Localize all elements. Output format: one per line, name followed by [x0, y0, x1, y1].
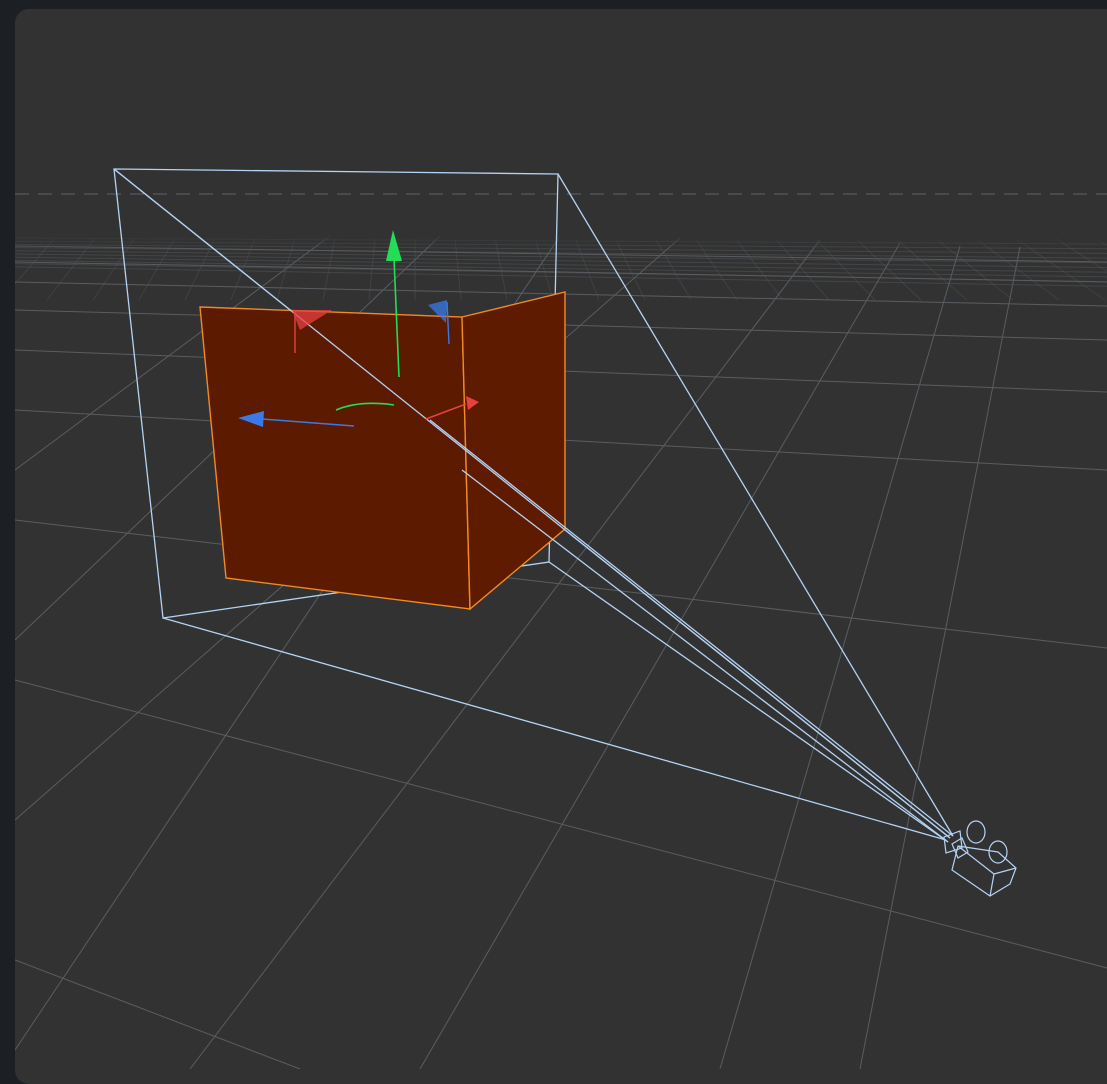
- camera-icon[interactable]: [943, 820, 1017, 897]
- grid-line: [859, 246, 1021, 1069]
- axis-y-arrow[interactable]: [386, 230, 402, 378]
- transform-gizmo[interactable]: [238, 230, 479, 427]
- rotate-y-handle[interactable]: [335, 402, 395, 411]
- grid-line: [15, 679, 1107, 969]
- grid-line: [719, 245, 961, 1069]
- grid-line: [15, 959, 301, 1069]
- plane-handle-xy[interactable]: [292, 310, 332, 353]
- cube-front-face: [199, 306, 471, 610]
- cube-object[interactable]: [199, 291, 566, 611]
- grid-line: [189, 239, 821, 1069]
- camera-frustum-front: [113, 168, 954, 843]
- axis-x-arrow[interactable]: [425, 396, 479, 420]
- grid-line: [15, 519, 1107, 649]
- plane-handle-zy[interactable]: [428, 300, 450, 345]
- axis-z-arrow[interactable]: [238, 411, 355, 427]
- grid-line-far: [15, 237, 16, 301]
